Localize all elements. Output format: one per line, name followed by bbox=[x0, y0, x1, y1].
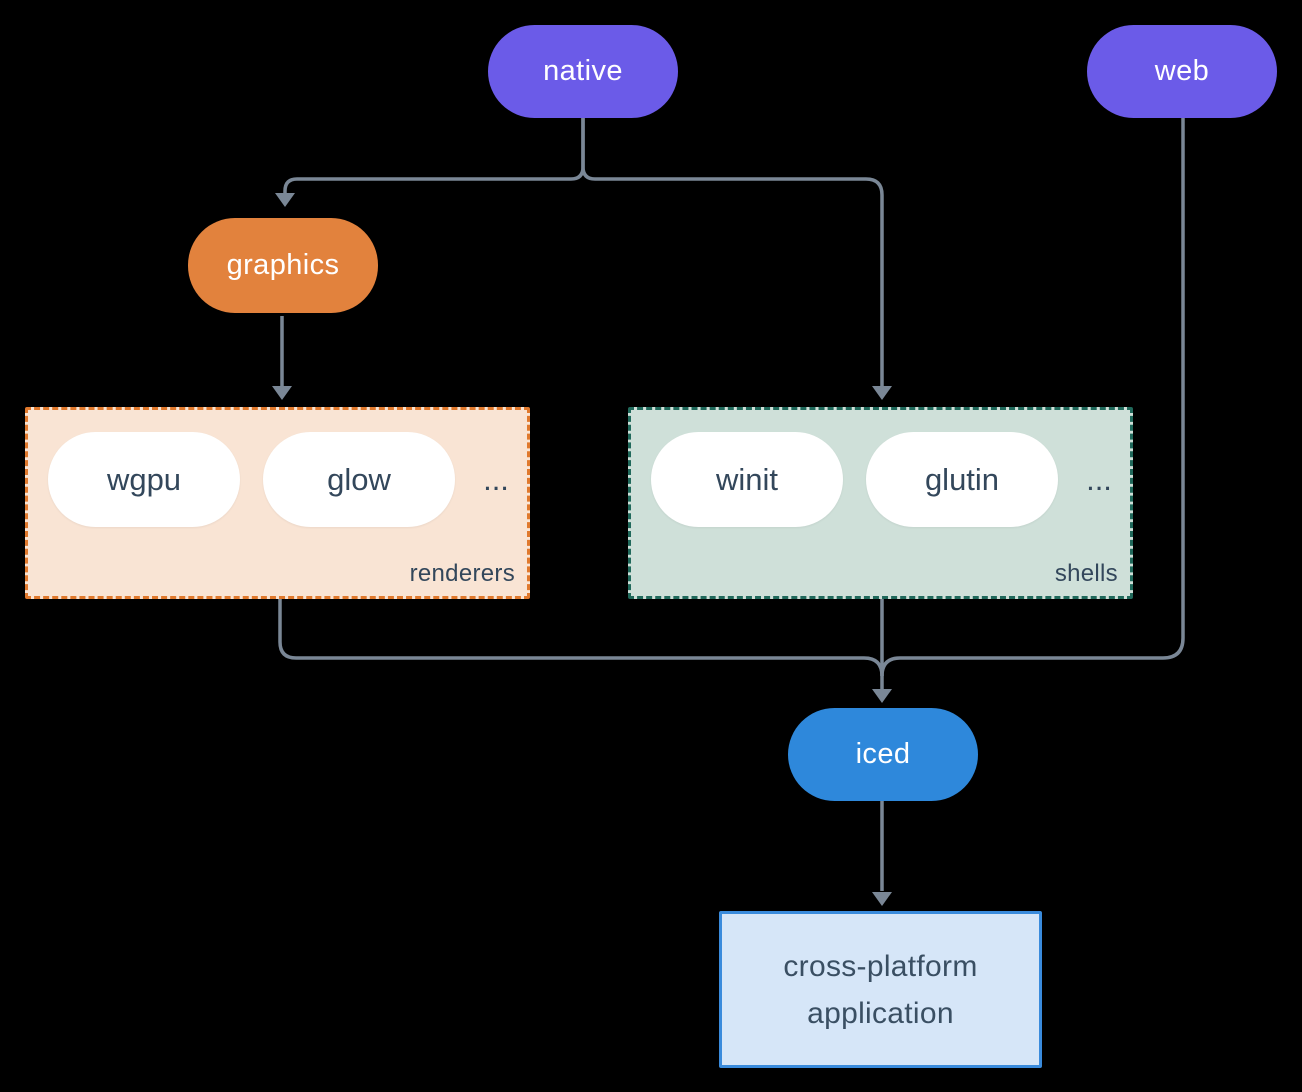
arrowhead-application bbox=[872, 892, 892, 906]
application-label-line2: application bbox=[807, 996, 954, 1030]
node-native-label: native bbox=[543, 55, 623, 87]
node-glow-label: glow bbox=[327, 461, 391, 497]
node-wgpu: wgpu bbox=[48, 432, 240, 527]
node-graphics-label: graphics bbox=[226, 249, 340, 281]
renderers-group-label: renderers bbox=[409, 560, 515, 587]
connector-native-to-graphics bbox=[283, 118, 585, 193]
node-winit-label: winit bbox=[715, 461, 778, 497]
renderers-ellipsis: ... bbox=[483, 461, 509, 497]
node-glow: glow bbox=[263, 432, 455, 527]
application-label-line1: cross-platform bbox=[783, 949, 978, 983]
node-web-label: web bbox=[1154, 55, 1210, 87]
connector-native-to-shells bbox=[581, 118, 884, 386]
arrowhead-graphics bbox=[275, 193, 295, 207]
node-glutin: glutin bbox=[866, 432, 1058, 527]
arrowhead-shells bbox=[872, 386, 892, 400]
node-native: native bbox=[488, 25, 678, 118]
node-wgpu-label: wgpu bbox=[106, 461, 182, 497]
shells-ellipsis: ... bbox=[1086, 461, 1112, 497]
arrowhead-renderers bbox=[272, 386, 292, 400]
node-graphics: graphics bbox=[188, 218, 378, 313]
group-shells: winit glutin ... shells bbox=[628, 407, 1133, 599]
node-iced-label: iced bbox=[855, 738, 911, 770]
shells-group-label: shells bbox=[1054, 560, 1118, 587]
node-winit: winit bbox=[651, 432, 843, 527]
group-renderers: wgpu glow ... renderers bbox=[25, 407, 530, 599]
node-cross-platform-application: cross-platform application bbox=[719, 911, 1042, 1068]
node-iced: iced bbox=[788, 708, 978, 801]
node-glutin-label: glutin bbox=[924, 461, 1000, 497]
node-web: web bbox=[1087, 25, 1277, 118]
arrowhead-iced bbox=[872, 689, 892, 703]
connector-renderers-to-iced bbox=[278, 599, 884, 677]
